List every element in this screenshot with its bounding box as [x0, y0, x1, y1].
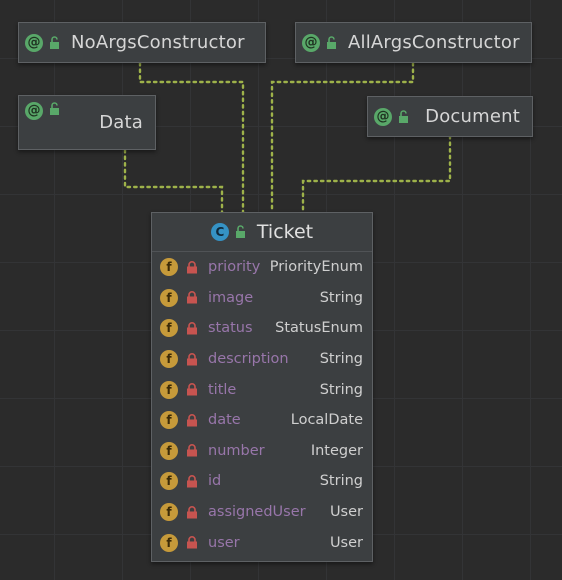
field-icon: f — [160, 441, 178, 460]
field-name: number — [208, 442, 265, 459]
field-type: PriorityEnum — [269, 259, 363, 276]
lock-icon — [187, 322, 197, 335]
annotation-label: Data — [99, 112, 143, 133]
field-icon: f — [160, 319, 178, 338]
field-row[interactable]: f user User — [152, 527, 372, 558]
field-name: description — [208, 351, 289, 368]
field-icon: f — [160, 380, 178, 399]
class-name: Ticket — [256, 221, 314, 243]
field-type: String — [319, 381, 363, 398]
field-row[interactable]: f number Integer — [152, 436, 372, 467]
field-name: date — [208, 412, 241, 429]
lock-icon — [187, 505, 197, 519]
field-name: image — [208, 289, 254, 306]
field-type: String — [319, 289, 363, 306]
field-row[interactable]: f status StatusEnum — [152, 313, 372, 344]
field-type: Integer — [310, 442, 363, 459]
annotation-icon: @ — [25, 102, 43, 120]
field-icon: f — [160, 411, 178, 430]
field-icon: f — [160, 472, 178, 491]
class-header: C Ticket — [152, 213, 372, 252]
field-type: User — [329, 504, 363, 521]
annotation-icon: @ — [302, 33, 320, 52]
unlocked-icon — [50, 102, 59, 115]
annotation-node-document[interactable]: @ Document — [367, 96, 533, 137]
unlocked-icon — [235, 225, 245, 238]
field-type: LocalDate — [290, 412, 363, 429]
field-icon: f — [160, 533, 178, 552]
connector-allargs — [270, 61, 415, 214]
lock-icon — [187, 383, 197, 396]
annotation-label: AllArgsConstructor — [348, 32, 520, 53]
annotation-node-noargs[interactable]: @ NoArgsConstructor — [18, 22, 266, 63]
lock-icon — [187, 536, 197, 549]
annotation-label: NoArgsConstructor — [71, 32, 245, 53]
field-row[interactable]: f title String — [152, 374, 372, 405]
field-row[interactable]: f assignedUser User — [152, 497, 372, 528]
field-name: priority — [208, 259, 261, 276]
field-row[interactable]: f description String — [152, 344, 372, 375]
field-type: StatusEnum — [275, 320, 363, 337]
unlocked-icon — [50, 35, 59, 49]
lock-icon — [187, 475, 197, 488]
annotation-node-allargs[interactable]: @ AllArgsConstructor — [295, 22, 532, 63]
annotation-icon: @ — [25, 33, 43, 52]
annotation-node-data[interactable]: @ Data — [18, 95, 156, 150]
field-row[interactable]: f id String — [152, 466, 372, 497]
unlocked-icon — [399, 109, 408, 123]
connector-noargs — [138, 61, 245, 214]
lock-icon — [187, 291, 197, 304]
field-icon: f — [160, 503, 178, 522]
class-icon: C — [210, 223, 229, 241]
lock-icon — [187, 413, 197, 427]
field-row[interactable]: f priority PriorityEnum — [152, 252, 372, 283]
connector-data — [123, 148, 224, 214]
field-name: user — [208, 534, 240, 551]
lock-icon — [187, 260, 197, 274]
annotation-label: Document — [425, 106, 520, 127]
field-icon: f — [160, 258, 178, 277]
field-type: String — [319, 473, 363, 490]
lock-icon — [187, 352, 197, 366]
annotation-icon: @ — [374, 107, 392, 126]
lock-icon — [187, 444, 197, 457]
field-icon: f — [160, 350, 178, 369]
connector-document — [301, 134, 452, 214]
field-type: User — [329, 534, 363, 551]
field-icon: f — [160, 288, 178, 307]
field-name: id — [208, 473, 222, 490]
unlocked-icon — [327, 35, 336, 49]
field-name: title — [208, 381, 237, 398]
field-row[interactable]: f date LocalDate — [152, 405, 372, 436]
field-type: String — [319, 351, 363, 368]
field-row[interactable]: f image String — [152, 283, 372, 314]
field-name: assignedUser — [208, 504, 306, 521]
field-name: status — [208, 320, 253, 337]
